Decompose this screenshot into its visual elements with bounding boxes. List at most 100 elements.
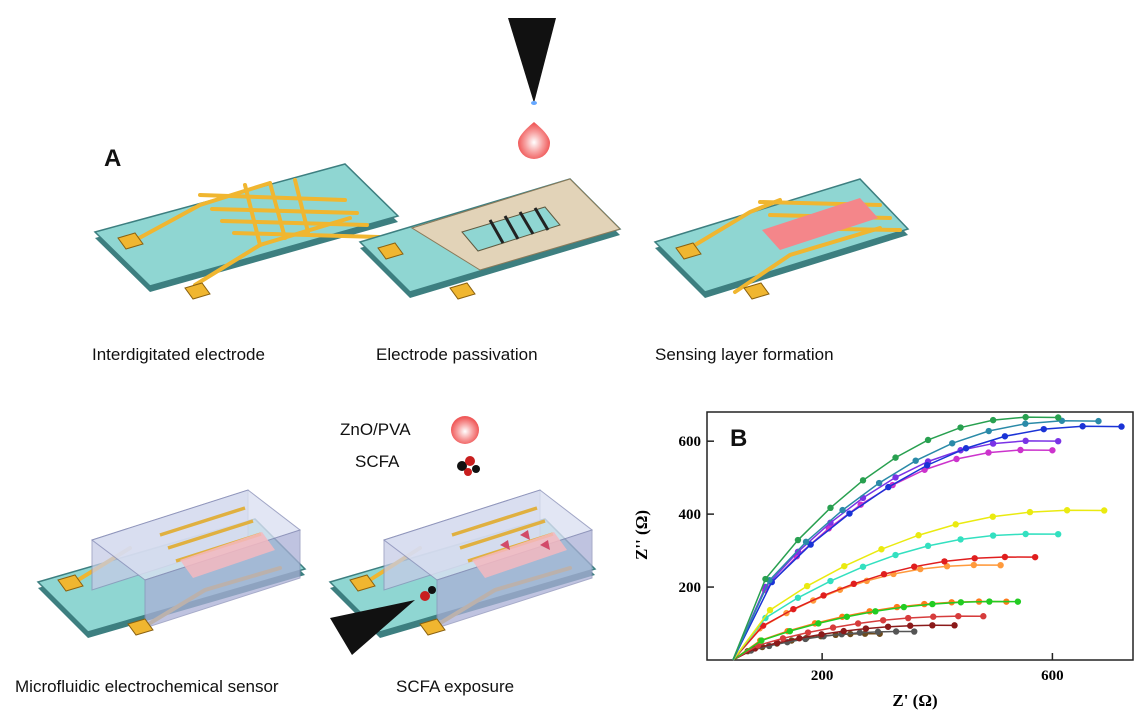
caption-scfa-exposure: SCFA exposure	[396, 677, 515, 696]
chip-electrode-passivation	[358, 178, 622, 300]
series-point	[820, 592, 827, 599]
caption-interdigitated-electrode: Interdigitated electrode	[92, 345, 265, 364]
series-point	[986, 598, 993, 605]
series-point	[794, 594, 802, 601]
series-point	[900, 603, 908, 611]
series-point	[1054, 530, 1062, 538]
x-tick-label: 200	[811, 668, 834, 684]
droplet-icon	[451, 416, 479, 444]
series-point	[962, 445, 970, 452]
series-point	[766, 606, 774, 614]
panel-b-label: B	[730, 425, 748, 452]
chip-interdigitated-electrode	[93, 163, 400, 300]
pipette-icon	[508, 18, 556, 105]
panel-a-label: A	[104, 145, 122, 172]
series-point	[862, 625, 870, 632]
series-point	[892, 474, 899, 481]
series-point	[850, 580, 857, 588]
series-point	[1017, 446, 1024, 454]
series-point	[957, 424, 964, 431]
series-point	[941, 558, 948, 565]
series-point	[794, 548, 802, 555]
series-point	[827, 504, 834, 512]
series-point	[953, 455, 960, 463]
series-point	[957, 536, 964, 543]
series-point	[1022, 420, 1029, 427]
series-point	[839, 506, 846, 514]
caption-sensing-layer-formation: Sensing layer formation	[655, 345, 834, 364]
series-point	[762, 575, 769, 583]
series-point	[1031, 553, 1039, 561]
series-point	[807, 541, 814, 548]
droplet-icon	[518, 122, 550, 159]
y-tick-label: 600	[679, 434, 702, 450]
scfa-molecule-icon	[420, 586, 436, 601]
series-point	[880, 570, 888, 578]
series-point	[915, 532, 922, 539]
series-point	[1095, 417, 1102, 425]
legend-scfa: SCFA	[355, 452, 400, 471]
series-point	[1101, 507, 1108, 514]
scfa-molecule-icon	[457, 456, 480, 476]
chip-microfluidic-sensor	[36, 489, 307, 638]
series-point	[804, 629, 812, 636]
series-point	[1054, 414, 1062, 421]
series-point	[924, 436, 932, 444]
series-point	[985, 449, 992, 456]
series-point	[840, 627, 847, 635]
series-point	[878, 546, 885, 553]
series-point	[803, 582, 811, 590]
series-point	[989, 532, 997, 539]
series-point	[929, 622, 936, 629]
series-point	[911, 628, 918, 635]
y-tick-label: 200	[679, 580, 702, 596]
series-point	[1063, 507, 1071, 514]
series-point	[1022, 530, 1029, 538]
series-point	[955, 612, 962, 620]
series-point	[929, 600, 936, 608]
pipette-icon	[330, 600, 415, 655]
series-point	[1118, 423, 1125, 430]
electrode-pattern	[128, 178, 381, 287]
series-point	[875, 479, 883, 487]
chip-scfa-exposure	[328, 489, 597, 655]
series-point	[779, 635, 787, 642]
series-point	[985, 427, 992, 435]
series-point	[879, 617, 887, 624]
series-point	[989, 440, 997, 447]
series-point	[930, 613, 937, 620]
series-point	[774, 639, 781, 647]
series-point	[1054, 437, 1062, 445]
series-point	[949, 440, 956, 447]
series-point	[843, 613, 851, 620]
series-point	[829, 624, 837, 631]
series-point	[825, 525, 832, 532]
chip-sensing-layer	[653, 178, 910, 300]
legend-zno-pva: ZnO/PVA	[340, 420, 411, 439]
series-point	[818, 631, 825, 638]
series-point	[846, 510, 853, 517]
series-point	[1001, 433, 1009, 440]
series-point	[790, 605, 797, 613]
caption-electrode-passivation: Electrode passivation	[376, 345, 538, 364]
series-point	[911, 563, 918, 570]
series-point	[815, 620, 822, 627]
series-point	[997, 561, 1004, 569]
series-point	[802, 538, 810, 546]
series-point	[786, 627, 794, 635]
series-point	[1026, 508, 1034, 516]
y-tick-label: 400	[679, 507, 702, 523]
series-point	[943, 563, 951, 570]
series-point	[924, 542, 932, 550]
series-point	[796, 635, 803, 642]
series-point	[794, 536, 802, 544]
series-point	[912, 457, 919, 464]
y-axis-label: Z'' (Ω)	[632, 510, 651, 560]
series-point	[892, 628, 900, 635]
series-point	[859, 477, 867, 484]
caption-microfluidic-sensor: Microfluidic electrochemical sensor	[15, 677, 279, 696]
series-point	[1022, 437, 1029, 445]
series-point	[989, 513, 997, 520]
